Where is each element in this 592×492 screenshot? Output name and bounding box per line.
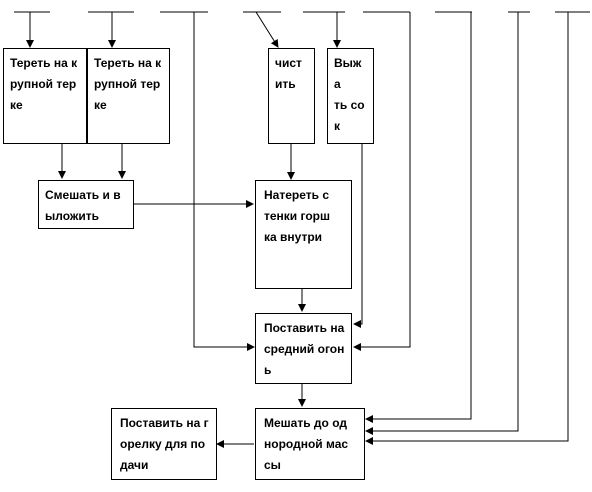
arrow <box>353 12 411 351</box>
arrow <box>255 11 279 48</box>
box-clean: чист ить <box>268 48 315 144</box>
arrow <box>353 143 363 328</box>
arrow <box>193 12 255 351</box>
box-grate-1: Тереть на крупной терке <box>3 48 87 144</box>
arrow <box>365 12 519 435</box>
box-mix-lay: Смешать и выложить <box>38 180 134 229</box>
arrow <box>365 12 569 445</box>
box-serve: Поставить на горелку для подачи <box>111 408 217 480</box>
box-rub-pot: Натереть стенки горшка внутри <box>255 180 352 289</box>
arrow <box>365 12 472 423</box>
box-stir: Мешать до однородной массы <box>255 408 365 480</box>
box-medium-heat: Поставить на средний огонь <box>255 313 352 384</box>
box-grate-2: Тереть на крупной терке <box>87 48 170 144</box>
box-squeeze: Выжа ть сок <box>327 48 374 144</box>
